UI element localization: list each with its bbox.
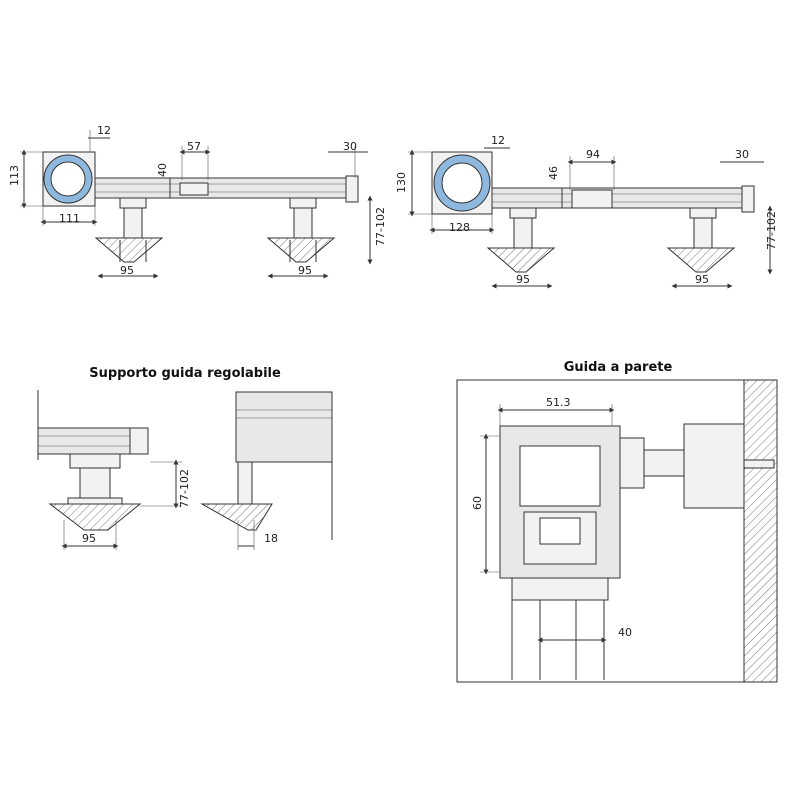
dim-label: 111 <box>59 212 80 225</box>
dim-label: 77-102 <box>178 469 191 508</box>
rail-end-cap <box>741 185 755 213</box>
rail-profile-side <box>235 391 333 463</box>
motor-core <box>441 162 483 204</box>
dim-label: 95 <box>516 273 530 286</box>
dim-label: 60 <box>471 496 484 510</box>
carriage <box>571 189 613 209</box>
carriage <box>179 182 209 196</box>
rail-profile <box>94 177 356 199</box>
support-right-2 <box>666 207 736 273</box>
dim-label: 18 <box>264 532 278 545</box>
dim-label: 30 <box>735 148 749 161</box>
dim-label: 130 <box>395 172 408 193</box>
dim-label: 77-102 <box>374 207 387 246</box>
dim-label: 95 <box>695 273 709 286</box>
support-left-2 <box>266 197 336 263</box>
dim-label: 95 <box>82 532 96 545</box>
wall-bracket <box>619 437 645 489</box>
dim-label: 40 <box>156 163 169 177</box>
dim-label: 46 <box>547 166 560 180</box>
dim-label: 30 <box>343 140 357 153</box>
dim-label: 95 <box>120 264 134 277</box>
dim-label: 95 <box>298 264 312 277</box>
screw <box>743 459 775 469</box>
floor-section <box>48 503 142 531</box>
wall-section <box>743 379 778 683</box>
floor-section <box>200 503 273 531</box>
section-title: Guida a parete <box>564 360 673 375</box>
dim-label: 57 <box>187 140 201 153</box>
dim-label: 51.3 <box>546 396 571 409</box>
dim-label: 113 <box>8 165 21 186</box>
dim-label: 40 <box>618 626 632 639</box>
top-right-assembly <box>408 147 773 289</box>
top-left-assembly <box>20 130 373 279</box>
dim-label: 12 <box>97 124 111 137</box>
support-left-1 <box>94 197 164 263</box>
adjustable-support-section: Supporto guida regolabile <box>37 366 333 550</box>
rail-profile <box>491 187 753 209</box>
rail-end-cap <box>345 175 359 203</box>
support-right-1 <box>486 207 556 273</box>
dim-label: 12 <box>491 134 505 147</box>
dim-label: 77-102 <box>765 211 778 250</box>
dimension-labels: 12 57 30 113 40 111 95 95 77-102 12 94 3… <box>8 124 778 639</box>
section-title: Supporto guida regolabile <box>89 366 281 381</box>
wall-guide-section: Guida a parete <box>456 360 778 683</box>
dim-label: 128 <box>449 221 470 234</box>
dim-label: 94 <box>586 148 600 161</box>
motor-core <box>50 161 86 197</box>
